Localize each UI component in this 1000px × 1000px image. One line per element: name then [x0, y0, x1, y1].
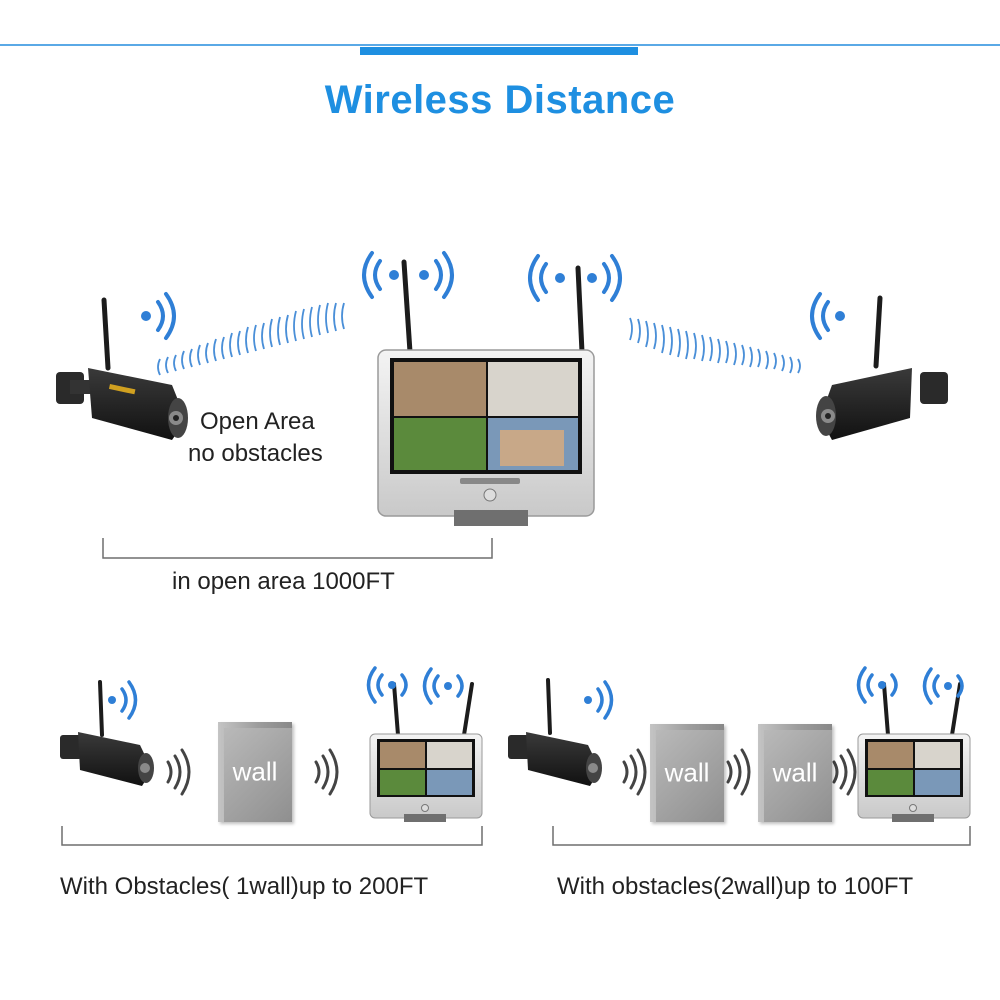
wall-2wall-second: wall: [758, 724, 832, 822]
monitor-2wall-icon: [857, 682, 971, 822]
wifi-icon-1wall-monitor: [366, 666, 464, 705]
wifi-icon-2wall-camera: [584, 680, 614, 720]
top-accent-bar: [360, 47, 638, 55]
signal-waves-right: [629, 317, 801, 374]
wifi-icon-2wall-monitor: [856, 666, 964, 705]
camera-right-icon: [816, 295, 948, 440]
wall-label: wall: [772, 757, 818, 788]
signal-icon-1wall-a: [166, 748, 191, 796]
open-area-label-line1: Open Area: [200, 408, 315, 435]
wifi-icon-1wall-camera: [108, 680, 138, 720]
wifi-icon-camera-left: [141, 292, 176, 340]
signal-icon-2wall-a: [622, 748, 647, 796]
signal-icon-2wall-b: [726, 748, 751, 796]
two-wall-distance-label: With obstacles(2wall)up to 100FT: [557, 873, 914, 900]
signal-icon-1wall-b: [314, 748, 339, 796]
two-wall-bracket: [552, 826, 971, 846]
open-area-distance-label: in open area 1000FT: [172, 568, 395, 595]
monitor-1wall-icon: [369, 682, 483, 822]
camera-2wall-icon: [508, 678, 602, 786]
open-area-label-line2: no obstacles: [188, 440, 323, 467]
open-area-bracket: [102, 538, 493, 559]
signal-icon-2wall-c: [832, 748, 857, 796]
camera-left-icon: [56, 297, 188, 440]
top-divider-line: [0, 44, 1000, 46]
monitor-nvr-icon: [377, 259, 595, 526]
wifi-icon-monitor-left: [362, 251, 454, 299]
one-wall-distance-label: With Obstacles( 1wall)up to 200FT: [60, 873, 429, 900]
wall-label: wall: [232, 756, 278, 787]
camera-1wall-icon: [60, 680, 154, 786]
signal-waves-left: [157, 302, 345, 376]
page-title: Wireless Distance: [324, 78, 676, 122]
wall-1wall: wall: [218, 722, 292, 822]
wall-label: wall: [664, 757, 710, 788]
one-wall-bracket: [61, 826, 483, 846]
wifi-icon-camera-right: [810, 292, 845, 340]
wall-2wall-first: wall: [650, 724, 724, 822]
wifi-icon-monitor-right: [528, 254, 622, 302]
